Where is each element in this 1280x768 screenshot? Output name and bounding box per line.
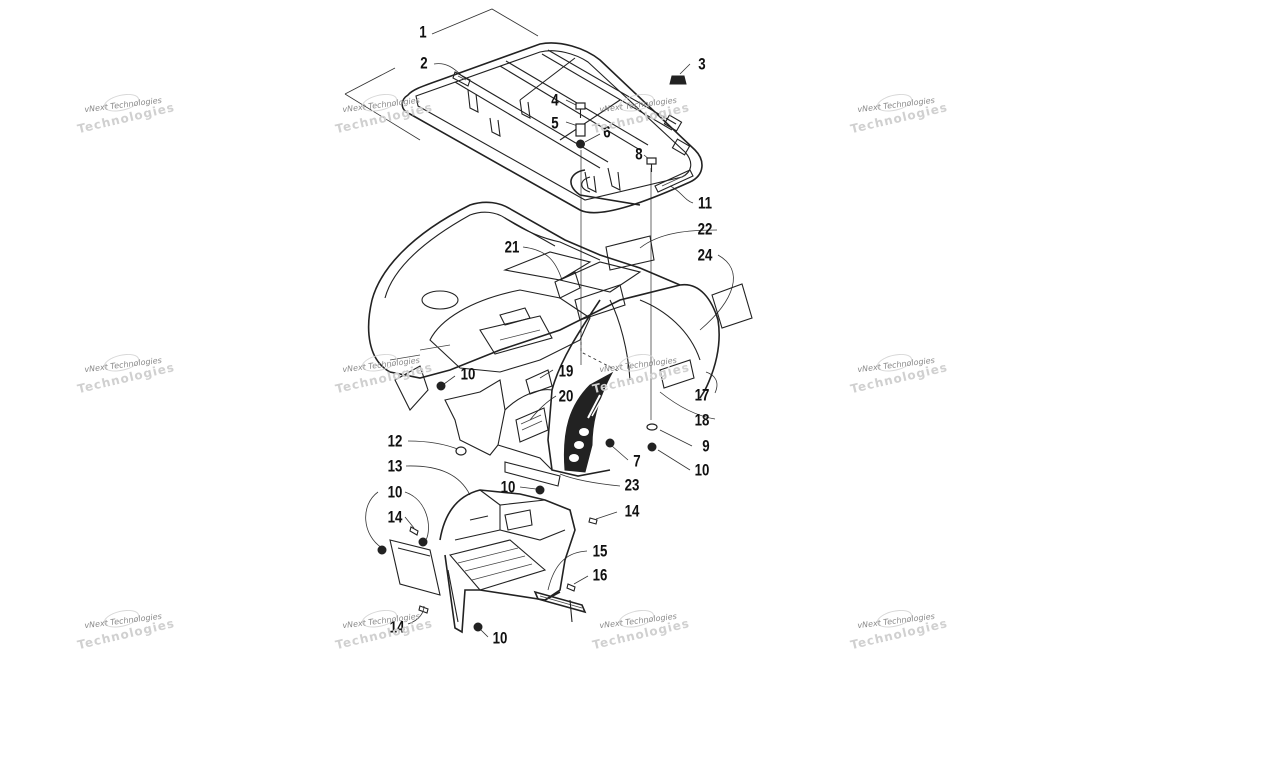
callout-2: 2 [420,53,428,73]
callout-23: 23 [624,475,640,495]
callout-16: 16 [592,565,608,585]
callout-10: 10 [500,477,516,497]
callout-3: 3 [698,54,706,74]
callout-11: 11 [697,193,713,213]
callout-13: 13 [387,456,403,476]
callout-14: 14 [624,501,640,521]
callout-18: 18 [694,410,710,430]
callout-1: 1 [419,22,427,42]
callout-21: 21 [504,237,520,257]
callout-9: 9 [702,436,710,456]
callout-17: 17 [694,385,710,405]
callout-14: 14 [387,507,403,527]
rear-body [367,201,720,487]
callout-10: 10 [694,460,710,480]
callout-20: 20 [558,386,574,406]
callout-22: 22 [697,219,713,239]
hardware [377,71,753,632]
callout-8: 8 [635,144,643,164]
callout-10: 10 [387,482,403,502]
callout-14: 14 [389,617,405,637]
callout-15: 15 [592,541,608,561]
callout-6: 6 [603,122,611,142]
callout-10: 10 [460,364,476,384]
leader-lines [344,8,734,638]
callout-5: 5 [551,113,559,133]
footwell [389,489,587,634]
callout-19: 19 [558,361,574,381]
callout-7: 7 [633,451,641,471]
callout-12: 12 [387,431,403,451]
callout-24: 24 [697,245,713,265]
callout-4: 4 [551,90,559,110]
callout-10: 10 [492,628,508,648]
